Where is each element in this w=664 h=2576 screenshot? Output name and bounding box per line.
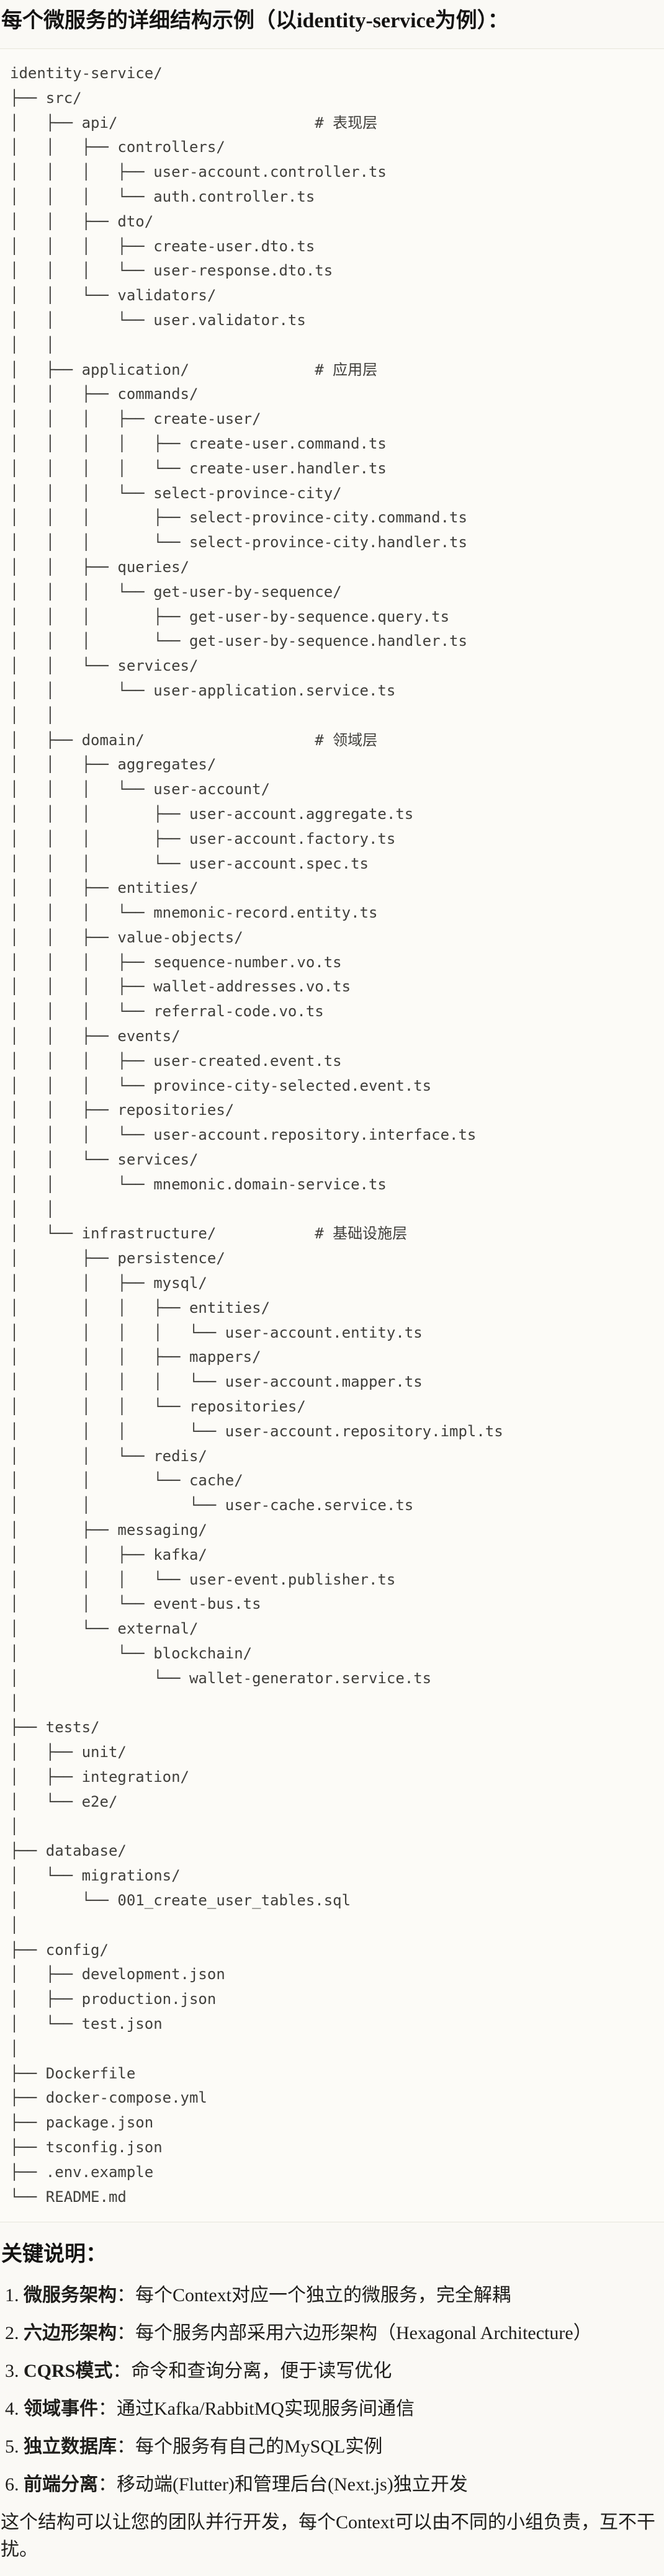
list-item: 六边形架构：每个服务内部采用六边形架构（Hexagonal Architectu…: [24, 2320, 664, 2347]
list-item-desc: ：通过Kafka/RabbitMQ实现服务间通信: [98, 2399, 415, 2420]
list-item-desc: ：移动端(Flutter)和管理后台(Next.js)独立开发: [98, 2474, 468, 2495]
list-item-term: CQRS模式: [24, 2361, 113, 2382]
list-item: CQRS模式：命令和查询分离，便于读写优化: [24, 2358, 664, 2385]
notes-list: 微服务架构：每个Context对应一个独立的微服务，完全解耦 六边形架构：每个服…: [0, 2282, 664, 2498]
page-title: 每个微服务的详细结构示例（以identity-service为例）：: [1, 9, 509, 32]
list-item: 微服务架构：每个Context对应一个独立的微服务，完全解耦: [24, 2282, 664, 2309]
list-item-desc: ：每个Context对应一个独立的微服务，完全解耦: [117, 2285, 511, 2306]
list-item-term: 前端分离: [24, 2474, 98, 2495]
notes-heading: 关键说明：: [1, 2243, 107, 2266]
list-item-term: 领域事件: [24, 2399, 98, 2420]
list-item: 前端分离：移动端(Flutter)和管理后台(Next.js)独立开发: [24, 2471, 664, 2498]
list-item-desc: ：每个服务有自己的MySQL实例: [117, 2436, 383, 2457]
code-block: identity-service/ ├── src/ │ ├── api/ # …: [0, 48, 664, 2223]
list-item-term: 六边形架构: [24, 2323, 117, 2344]
list-item-desc: ：命令和查询分离，便于读写优化: [112, 2361, 392, 2382]
list-item: 领域事件：通过Kafka/RabbitMQ实现服务间通信: [24, 2395, 664, 2423]
list-item-term: 微服务架构: [24, 2285, 117, 2306]
list-item-desc: ：每个服务内部采用六边形架构（Hexagonal Architecture）: [117, 2323, 592, 2344]
directory-tree: identity-service/ ├── src/ │ ├── api/ # …: [10, 65, 503, 2206]
closing-paragraph: 这个结构可以让您的团队并行开发，每个Context可以由不同的小组负责，互不干扰…: [1, 2512, 655, 2560]
list-item-term: 独立数据库: [24, 2436, 117, 2457]
list-item: 独立数据库：每个服务有自己的MySQL实例: [24, 2433, 664, 2461]
